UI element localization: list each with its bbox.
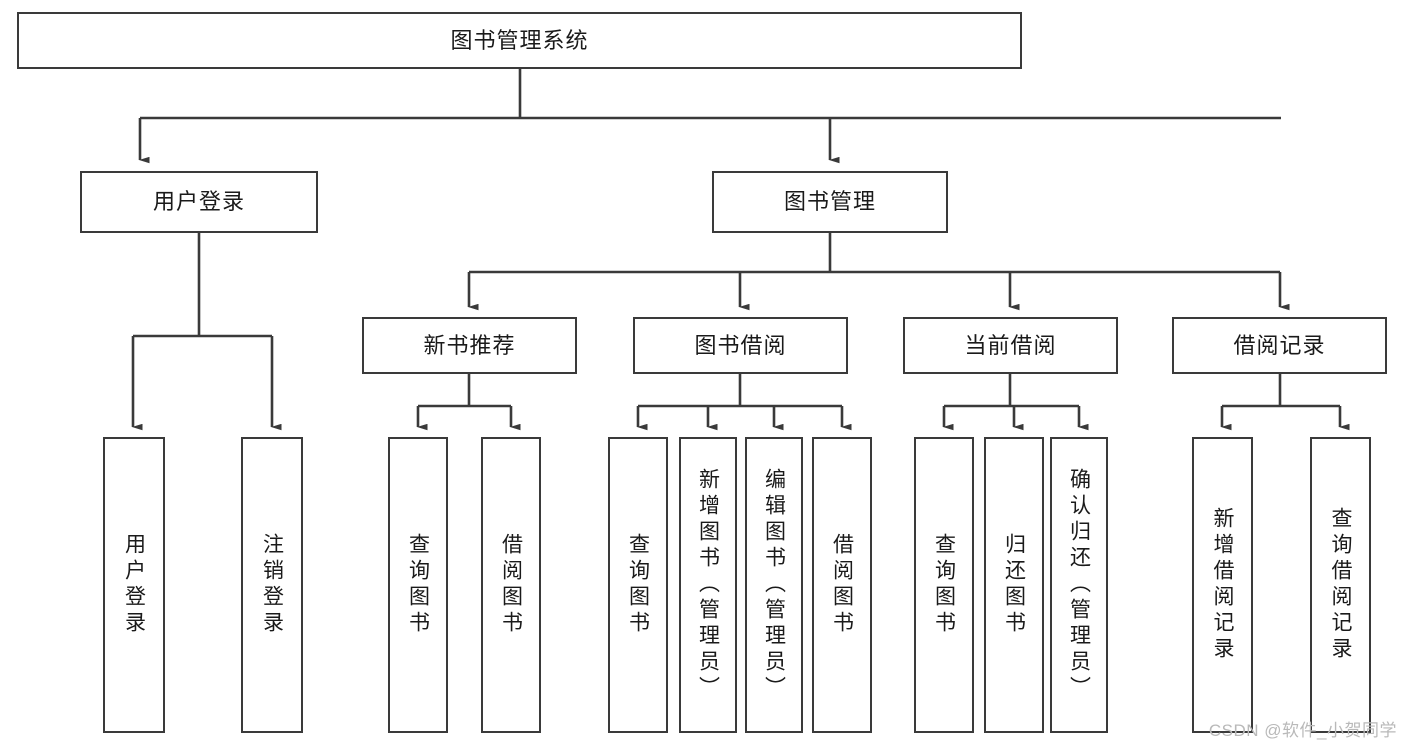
leaf-user-login-label: 用户登录	[122, 533, 146, 637]
node-current-borrow-label: 当前借阅	[964, 332, 1057, 358]
leaf-query-book-2-label: 查询图书	[626, 533, 650, 637]
node-root[interactable]: 图书管理系统	[17, 12, 1022, 69]
node-book-borrow-label: 图书借阅	[694, 332, 787, 358]
leaf-borrow-book-2[interactable]: 借阅图书	[812, 437, 872, 733]
leaf-query-book-2[interactable]: 查询图书	[608, 437, 668, 733]
leaf-return-book-label: 归还图书	[1002, 533, 1026, 637]
leaf-query-record-label: 查询借阅记录	[1329, 507, 1352, 663]
leaf-return-book[interactable]: 归还图书	[984, 437, 1044, 733]
leaf-borrow-book-1-label: 借阅图书	[499, 533, 523, 637]
node-new-book-recommend[interactable]: 新书推荐	[362, 317, 577, 374]
leaf-query-book-1-label: 查询图书	[406, 533, 430, 637]
leaf-user-login[interactable]: 用户登录	[103, 437, 165, 733]
leaf-user-logout-label: 注销登录	[260, 533, 284, 637]
node-borrow-record-label: 借阅记录	[1233, 332, 1326, 358]
leaf-borrow-book-2-label: 借阅图书	[830, 533, 854, 637]
leaf-query-book-3[interactable]: 查询图书	[914, 437, 974, 733]
node-current-borrow[interactable]: 当前借阅	[903, 317, 1118, 374]
leaf-add-book-label: 新增图书（管理员）	[696, 468, 720, 702]
watermark: CSDN @软件_小贺同学	[1208, 721, 1397, 740]
node-new-book-recommend-label: 新书推荐	[423, 332, 516, 358]
node-root-label: 图书管理系统	[450, 27, 589, 53]
node-user-login[interactable]: 用户登录	[80, 171, 318, 233]
leaf-edit-book-label: 编辑图书（管理员）	[762, 468, 786, 702]
node-book-manage[interactable]: 图书管理	[712, 171, 948, 233]
leaf-borrow-book-1[interactable]: 借阅图书	[481, 437, 541, 733]
node-book-borrow[interactable]: 图书借阅	[633, 317, 848, 374]
leaf-add-record[interactable]: 新增借阅记录	[1192, 437, 1253, 733]
node-book-manage-label: 图书管理	[783, 189, 876, 215]
leaf-add-record-label: 新增借阅记录	[1211, 507, 1234, 663]
leaf-query-book-1[interactable]: 查询图书	[388, 437, 448, 733]
leaf-confirm-return[interactable]: 确认归还（管理员）	[1050, 437, 1108, 733]
leaf-add-book[interactable]: 新增图书（管理员）	[679, 437, 737, 733]
leaf-query-book-3-label: 查询图书	[932, 533, 956, 637]
leaf-user-logout[interactable]: 注销登录	[241, 437, 303, 733]
leaf-confirm-return-label: 确认归还（管理员）	[1067, 468, 1091, 702]
leaf-query-record[interactable]: 查询借阅记录	[1310, 437, 1371, 733]
node-borrow-record[interactable]: 借阅记录	[1172, 317, 1387, 374]
node-user-login-label: 用户登录	[152, 189, 245, 215]
leaf-edit-book[interactable]: 编辑图书（管理员）	[745, 437, 803, 733]
